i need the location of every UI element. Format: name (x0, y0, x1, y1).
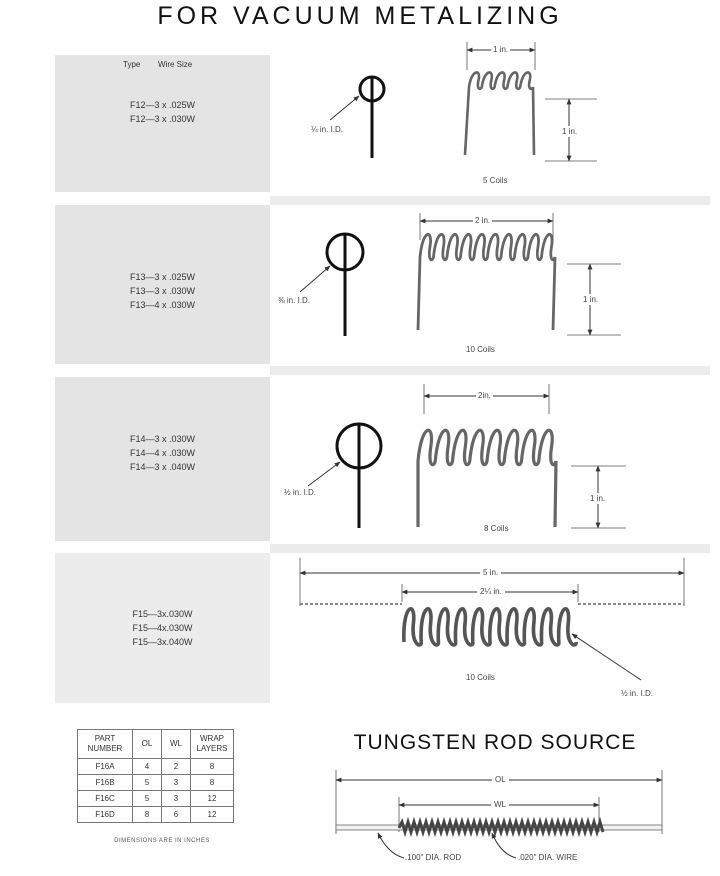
id-circle-symbol (335, 422, 383, 528)
helical-coil (463, 71, 536, 156)
coil-length-label: 2¼ in. (477, 587, 505, 596)
table-cell: 2 (161, 758, 191, 775)
wire-callout (491, 832, 517, 859)
part-list-f14: F14—3 x .030W F14—4 x .030W F14—3 x .040… (55, 432, 270, 474)
wire-diameter-label: .020" DIA. WIRE (518, 853, 578, 862)
table-cell: 4 (132, 758, 162, 775)
id-arrow (329, 95, 360, 121)
inner-diameter-label: ⅜ in. I.D. (278, 296, 311, 305)
part-number: F15—4x.030W (132, 623, 193, 633)
row-divider (270, 544, 710, 553)
column-header-wire-size: Wire Size (158, 60, 193, 69)
table-cell: 5 (132, 790, 162, 807)
part-panel-f14 (55, 377, 270, 541)
table-cell: 3 (161, 774, 191, 791)
column-header: WL (161, 729, 191, 759)
table-header-row: PART NUMBER OL WL WRAP LAYERS (77, 729, 234, 759)
page-header: FOR VACUUM METALIZING (0, 0, 720, 34)
helical-coil (416, 233, 557, 331)
table-cell: F16C (77, 790, 133, 807)
table-cell: 8 (190, 774, 234, 791)
id-circle-symbol (358, 75, 386, 158)
column-header: OL (132, 729, 162, 759)
overall-length-label: 5 in. (480, 568, 502, 577)
coil-count-label: 5 Coils (483, 176, 508, 185)
part-number: F14—3 x .040W (129, 462, 196, 472)
column-header: WRAP LAYERS (190, 729, 234, 759)
table-cell: 6 (161, 806, 191, 823)
part-number: F14—4 x .030W (129, 448, 196, 458)
height-label: 1 in. (583, 294, 599, 305)
part-list-f15: F15—3x.030W F15—4x.030W F15—3x.040W (55, 607, 270, 649)
row-divider (270, 196, 710, 205)
table-cell: 8 (190, 758, 234, 775)
inner-diameter-label: ½ in. I.D. (621, 689, 654, 698)
table-cell: 5 (132, 774, 162, 791)
coil-count-label: 8 Coils (484, 524, 509, 533)
part-panel-f15 (55, 553, 270, 703)
table-row: F16A 4 2 8 (77, 758, 234, 775)
height-label: 1 in. (590, 493, 606, 504)
ol-label: OL (492, 775, 509, 784)
width-label: 1 in. (491, 45, 511, 54)
table-cell: F16A (77, 758, 133, 775)
table-cell: 12 (190, 790, 234, 807)
id-circle-symbol (325, 232, 365, 336)
inner-diameter-label: ¼ in. I.D. (311, 125, 344, 134)
height-label: 1 in. (562, 126, 578, 137)
id-arrow (571, 633, 642, 681)
id-arrow (299, 265, 331, 293)
part-number: F14—3 x .030W (129, 434, 196, 444)
part-panel-f12 (55, 55, 270, 192)
wl-label: WL (491, 800, 509, 809)
table-row: F16B 5 3 8 (77, 774, 234, 791)
part-number: F12—3 x .030W (129, 114, 196, 124)
table-row: F16D 8 6 12 (77, 806, 234, 823)
id-arrow (307, 461, 341, 487)
coil-count-label: 10 Coils (466, 345, 495, 354)
part-panel-f13 (55, 205, 270, 364)
rod-source-title: TUNGSTEN ROD SOURCE (353, 731, 637, 754)
table-cell: 8 (132, 806, 162, 823)
table-cell: F16D (77, 806, 133, 823)
table-cell: 12 (190, 806, 234, 823)
part-number: F13—3 x .030W (129, 286, 196, 296)
row-divider (270, 366, 710, 375)
column-header-type: Type (123, 60, 141, 69)
part-number: F13—4 x .030W (129, 300, 196, 310)
helical-coil (402, 607, 578, 647)
wire-wrap (397, 816, 605, 838)
rod-diameter-label: .100" DIA. ROD (405, 853, 462, 862)
part-list-f13: F13—3 x .025W F13—3 x .030W F13—4 x .030… (55, 270, 270, 312)
rod-part-table: PART NUMBER OL WL WRAP LAYERS F16A 4 2 8… (77, 729, 234, 823)
rod-callout (377, 832, 405, 859)
part-number: F15—3x.040W (132, 637, 193, 647)
table-cell: 3 (161, 790, 191, 807)
width-label: 2 in. (473, 216, 493, 225)
width-label: 2in. (476, 391, 493, 400)
inner-diameter-label: ½ in. I.D. (284, 488, 317, 497)
coil-count-label: 10 Coils (466, 673, 495, 682)
part-number: F15—3x.030W (132, 609, 193, 619)
table-cell: F16B (77, 774, 133, 791)
part-number: F13—3 x .025W (129, 272, 196, 282)
column-header: PART NUMBER (77, 729, 133, 759)
helical-coil (416, 428, 558, 528)
dimensions-note: DIMENSIONS ARE IN INCHES (114, 838, 210, 844)
part-number: F12—3 x .025W (129, 100, 196, 110)
part-list-f12: F12—3 x .025W F12—3 x .030W (55, 98, 270, 126)
page-title: FOR VACUUM METALIZING (157, 2, 563, 30)
table-row: F16C 5 3 12 (77, 790, 234, 807)
